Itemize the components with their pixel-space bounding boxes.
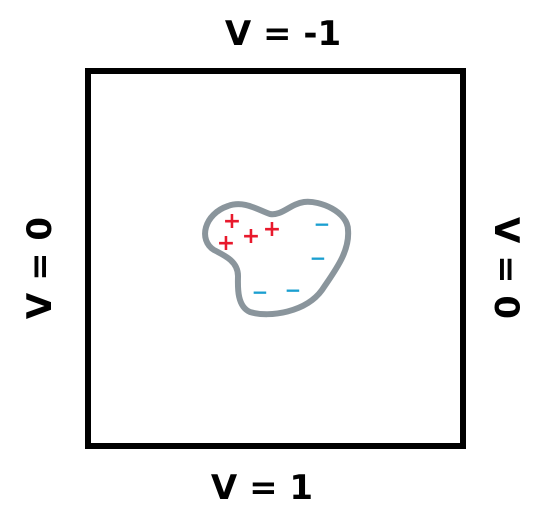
- negative-charge: −: [285, 278, 302, 302]
- positive-charges: + + + +: [217, 209, 281, 256]
- negative-charge: −: [314, 212, 331, 236]
- negative-charge: −: [310, 246, 327, 270]
- label-left: V = 0: [20, 217, 60, 319]
- boundary-box: [85, 68, 466, 449]
- positive-charge: +: [217, 231, 235, 256]
- negative-charges: − − − −: [252, 212, 331, 304]
- positive-charge: +: [223, 209, 241, 234]
- positive-charge: +: [263, 217, 281, 242]
- positive-charge: +: [242, 224, 260, 249]
- label-bottom: V = 1: [211, 468, 313, 508]
- negative-charge: −: [252, 280, 269, 304]
- label-right: V = 0: [486, 217, 526, 319]
- conductor-outline: [202, 198, 352, 318]
- label-top: V = -1: [225, 14, 341, 54]
